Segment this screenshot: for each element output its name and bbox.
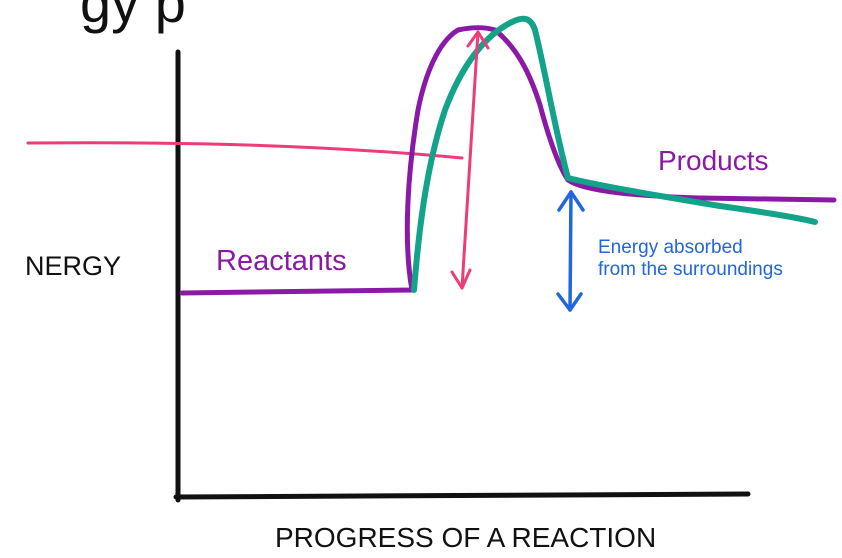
y-axis-label: NERGY [25,251,121,281]
reaction-path-uncatalyzed [179,25,837,296]
energy-arrow-head-bottom [556,292,583,312]
reaction-path-catalyzed [411,15,818,293]
products-label: Products [658,145,769,176]
activation-energy-arrow [460,30,480,290]
activation-arrow-head-bottom [450,268,472,290]
energy-note-line2: from the surroundings [598,259,783,280]
activation-arrow-head-top [466,30,490,50]
x-axis-label: PROGRESS OF A REACTION [275,522,656,553]
energy-absorbed-arrow [568,190,573,312]
activation-guide-line [26,141,464,160]
title-fragment: gy p [80,0,186,34]
energy-note-line1: Energy absorbed [598,237,743,258]
energy-arrow-head-top [557,190,585,212]
x-axis [173,491,751,500]
reactants-label: Reactants [216,245,347,277]
